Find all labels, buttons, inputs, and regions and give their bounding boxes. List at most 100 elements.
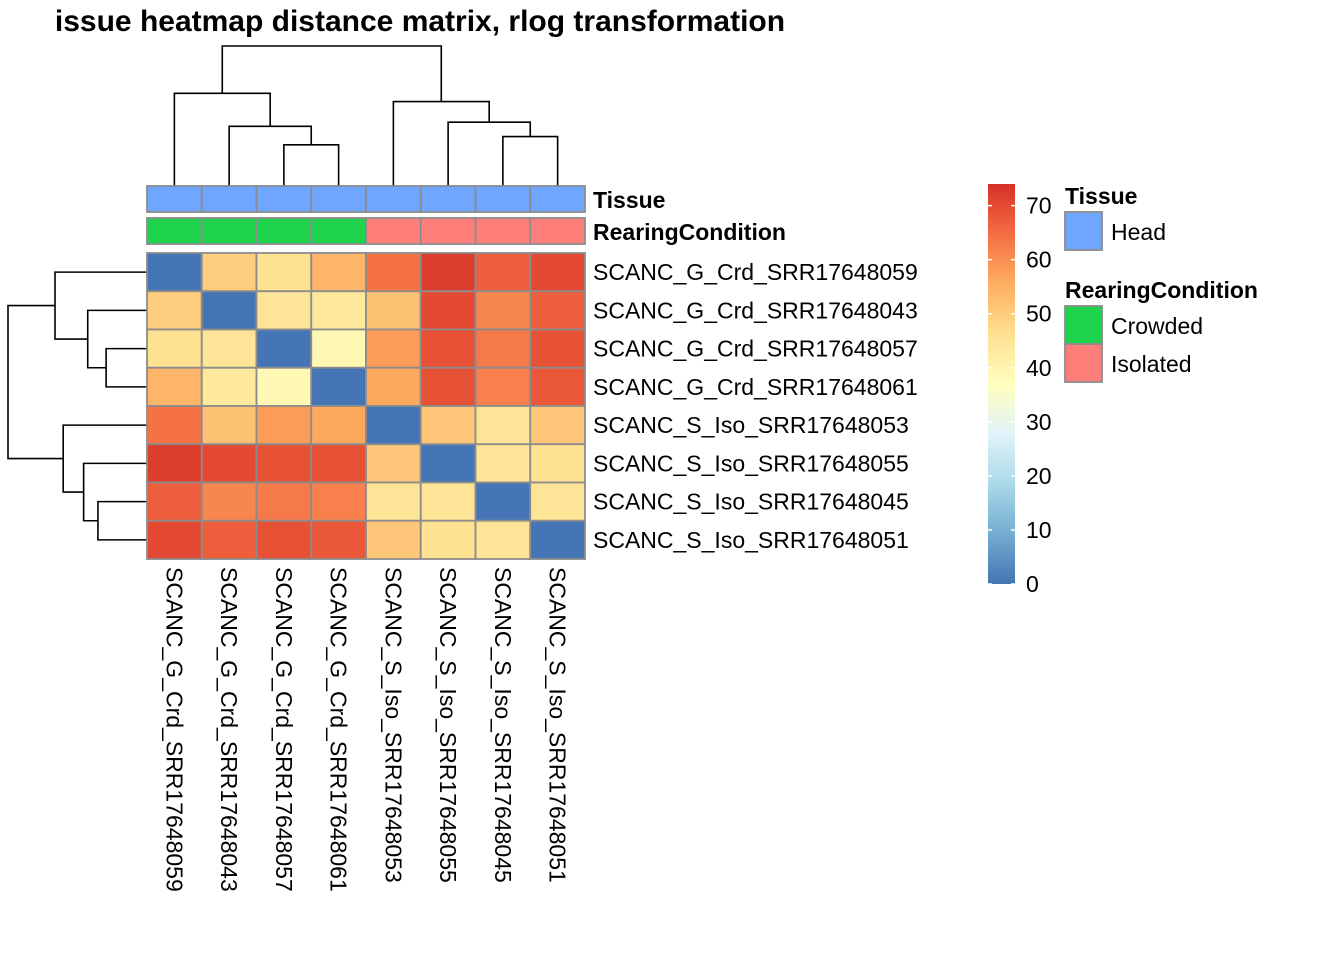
- heatmap-cell: [255, 443, 313, 484]
- row-labels: SCANC_G_Crd_SRR17648059SCANC_G_Crd_SRR17…: [593, 259, 918, 553]
- dendrogram-branch: [97, 500, 147, 541]
- dendrogram-branch: [392, 100, 490, 186]
- annotation-cell: [365, 217, 422, 245]
- heatmap-cell: [200, 481, 258, 522]
- heatmap-cell: [529, 519, 586, 560]
- heatmap-cell: [255, 519, 313, 560]
- dendrogram-branch: [82, 462, 147, 522]
- colorbar-tick-label: 20: [1026, 463, 1052, 489]
- dendrogram-branch: [7, 304, 64, 460]
- column-label: SCANC_G_Crd_SRR17648059: [161, 567, 187, 892]
- heatmap-cell: [310, 481, 367, 522]
- column-label: SCANC_G_Crd_SRR17648061: [326, 567, 352, 892]
- heatmap-cell: [529, 443, 586, 484]
- heatmap-cell: [529, 252, 586, 293]
- legend-title: RearingCondition: [1065, 277, 1258, 303]
- heatmap-cell: [255, 366, 313, 407]
- annotation-cell: [310, 217, 367, 245]
- row-label: SCANC_G_Crd_SRR17648059: [593, 259, 918, 285]
- legend-item-label: Crowded: [1111, 313, 1203, 339]
- heatmap-cell: [310, 405, 367, 446]
- heatmap-cell: [474, 519, 532, 560]
- legend-item-label: Head: [1111, 219, 1166, 245]
- heatmap-cell: [255, 290, 313, 331]
- dendrogram-branch: [105, 347, 147, 388]
- column-label: SCANC_S_Iso_SRR17648051: [545, 567, 571, 883]
- heatmap-cell: [310, 290, 367, 331]
- heatmap-cell: [310, 252, 367, 293]
- dendrogram-branch: [447, 121, 532, 186]
- annotation-cell: [146, 185, 203, 213]
- row-label: SCANC_G_Crd_SRR17648061: [593, 374, 918, 400]
- dendrogram-branch: [283, 144, 340, 186]
- heatmap-cell: [146, 290, 203, 331]
- annotation-cell: [419, 185, 477, 213]
- heatmap-cell: [146, 443, 203, 484]
- heatmap-cell: [419, 366, 477, 407]
- chart-title: issue heatmap distance matrix, rlog tran…: [55, 5, 785, 38]
- annotation-tracks: [146, 185, 586, 245]
- row-label: SCANC_S_Iso_SRR17648051: [593, 527, 909, 553]
- annotation-cell: [365, 185, 422, 213]
- colorbar-tick-label: 10: [1026, 517, 1052, 543]
- annotation-cell: [146, 217, 203, 245]
- heatmap-cell: [365, 519, 422, 560]
- annotation-cell: [255, 185, 313, 213]
- dendrogram-branch: [62, 424, 147, 493]
- heatmap-cell: [146, 481, 203, 522]
- colorbar-tick-label: 30: [1026, 409, 1052, 435]
- heatmap-cell: [419, 405, 477, 446]
- colorbar-tick-label: 60: [1026, 247, 1052, 273]
- column-label: SCANC_G_Crd_SRR17648057: [271, 567, 297, 892]
- annotation-legend: TissueHeadRearingConditionCrowdedIsolate…: [1064, 183, 1258, 383]
- row-label: SCANC_S_Iso_SRR17648053: [593, 412, 909, 438]
- annotation-track-label: Tissue: [593, 187, 665, 213]
- annotation-cell: [529, 185, 586, 213]
- heatmap-cell: [255, 481, 313, 522]
- heatmap-cell: [365, 366, 422, 407]
- annotation-cell: [200, 217, 258, 245]
- heatmap-cell: [310, 443, 367, 484]
- heatmap-cell: [146, 328, 203, 369]
- heatmap-cell: [200, 519, 258, 560]
- heatmap-cell: [419, 481, 477, 522]
- heatmap-cell: [365, 252, 422, 293]
- colorbar-gradient: [988, 184, 1015, 584]
- heatmap-cell: [200, 366, 258, 407]
- dendrogram-branch: [228, 125, 313, 186]
- heatmap-cell: [419, 519, 477, 560]
- heatmap-cell: [474, 290, 532, 331]
- column-label: SCANC_S_Iso_SRR17648045: [490, 567, 516, 883]
- heatmap-cell: [419, 290, 477, 331]
- annotation-track-label: RearingCondition: [593, 219, 786, 245]
- row-label: SCANC_S_Iso_SRR17648055: [593, 450, 909, 476]
- heatmap-cell: [529, 481, 586, 522]
- column-label: SCANC_S_Iso_SRR17648053: [380, 567, 406, 883]
- heatmap-cell: [474, 328, 532, 369]
- heatmap-cell: [200, 443, 258, 484]
- heatmap-cells: [146, 252, 586, 560]
- legend-swatch: [1064, 343, 1103, 383]
- heatmap-cell: [419, 443, 477, 484]
- heatmap-cell: [255, 252, 313, 293]
- dendrogram-branch: [221, 45, 443, 102]
- annotation-cell: [529, 217, 586, 245]
- annotation-cell: [474, 217, 532, 245]
- colorbar-tick-label: 40: [1026, 355, 1052, 381]
- heatmap-cell: [529, 366, 586, 407]
- heatmap-cell: [146, 252, 203, 293]
- legend-item-label: Isolated: [1111, 351, 1192, 377]
- heatmap-cell: [529, 290, 586, 331]
- heatmap-cell: [419, 252, 477, 293]
- row-label: SCANC_G_Crd_SRR17648043: [593, 297, 918, 323]
- heatmap-cell: [310, 366, 367, 407]
- heatmap-cell: [255, 405, 313, 446]
- dendrogram-branch: [54, 271, 147, 340]
- heatmap-cell: [146, 366, 203, 407]
- annotation-cell: [474, 185, 532, 213]
- heatmap-cell: [474, 366, 532, 407]
- heatmap-cell: [419, 328, 477, 369]
- legend-swatch: [1064, 211, 1103, 251]
- heatmap-cell: [365, 443, 422, 484]
